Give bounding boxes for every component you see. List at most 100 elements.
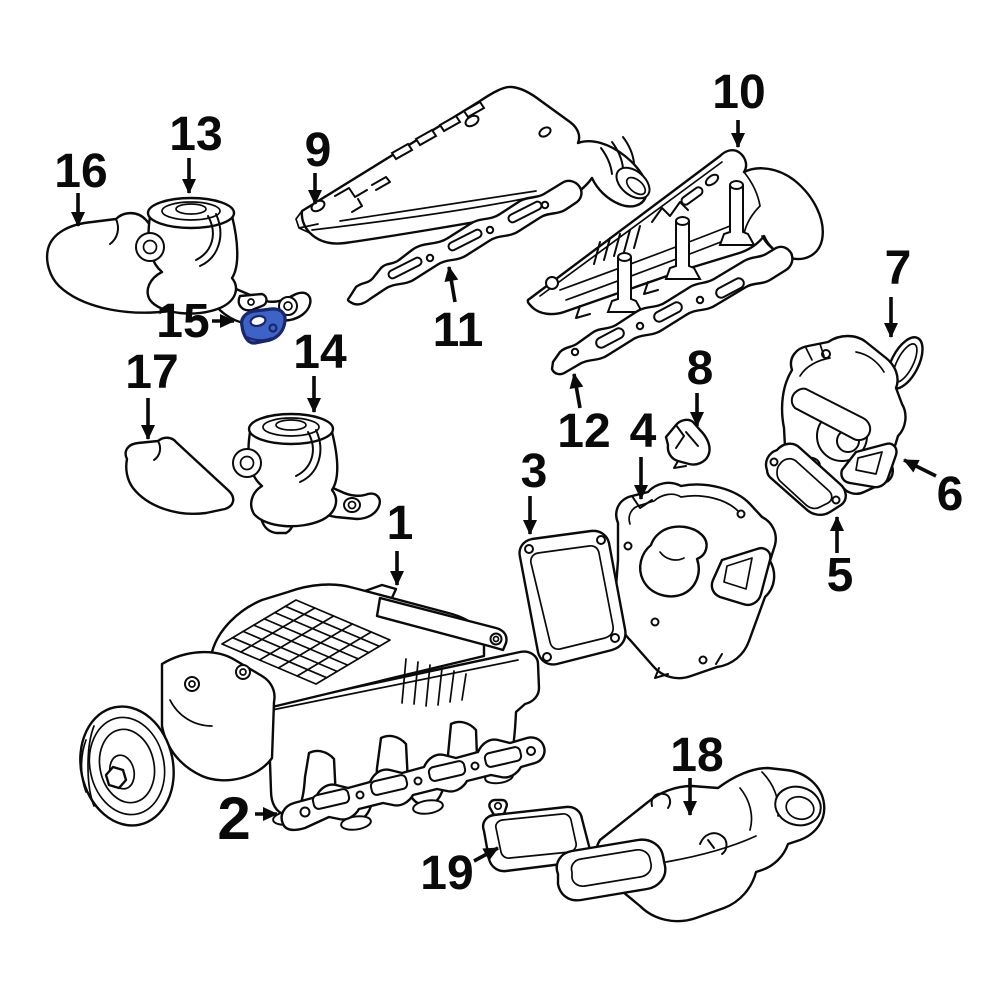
part-2-gasket-strip	[280, 736, 546, 832]
bracket-eye-inner	[347, 500, 357, 510]
stud	[718, 185, 756, 246]
part-15-highlighted-gasket	[240, 307, 287, 345]
callout-10-label: 10	[712, 66, 765, 119]
outline	[764, 442, 847, 517]
port-hole	[483, 746, 523, 768]
callout-17: 17	[125, 346, 179, 440]
bracket-eye	[278, 296, 298, 316]
part-18-charge-air-duct	[555, 766, 826, 923]
part-13-air-pump	[135, 196, 312, 326]
callout-1: 1	[387, 497, 413, 586]
callout-11-label: 11	[433, 304, 484, 357]
part-8-bracket	[664, 418, 711, 469]
inner-opening	[776, 458, 833, 510]
foot-hole	[247, 298, 255, 306]
tab	[488, 798, 508, 817]
bolt-hole	[526, 746, 536, 756]
bolt-hole	[524, 544, 534, 554]
callouts-layer: 1 2 3 4 5 6 7 8	[54, 66, 963, 900]
intercooler-grid-border	[221, 599, 391, 685]
stud-top	[729, 180, 744, 190]
housing-bolt	[235, 664, 251, 680]
bolt-hole	[623, 541, 633, 551]
bolt-hole	[470, 761, 480, 771]
gasket-hole-small	[268, 323, 278, 333]
bolt-hole	[610, 633, 620, 643]
edge-facets	[631, 495, 723, 679]
housing-bolt	[184, 676, 200, 692]
duct-opening-inner	[625, 176, 647, 196]
callout-4: 4	[630, 405, 657, 500]
side-flange	[710, 547, 772, 607]
bolt-hole	[299, 806, 311, 818]
top-tabs	[650, 792, 728, 855]
bolt-hole	[464, 114, 480, 128]
callout-18: 18	[670, 729, 724, 816]
callout-17-label: 17	[125, 346, 178, 399]
port-slot	[595, 327, 625, 349]
edge-lines	[295, 190, 539, 234]
bolt-hole	[698, 655, 708, 665]
gasket-edge	[246, 336, 273, 342]
callout-15-label: 15	[156, 295, 209, 348]
housing-curve	[169, 699, 213, 727]
inner-offset	[628, 493, 739, 525]
bolt-hole	[355, 790, 365, 800]
oval-hole	[704, 173, 720, 187]
pulley-rim-arcs	[80, 725, 95, 807]
bracket-eye	[343, 497, 361, 513]
part-10-manifold-right	[526, 148, 824, 319]
inlet-port	[135, 232, 165, 262]
outline	[280, 736, 546, 832]
callout-3: 3	[521, 445, 548, 535]
callout-3-label: 3	[521, 445, 548, 498]
callout-13: 13	[169, 108, 223, 194]
side-flange-inner	[723, 557, 753, 590]
port-hole	[427, 760, 467, 782]
callout-7: 7	[884, 242, 911, 338]
part-1-supercharger	[79, 583, 541, 831]
callout-2-label: 2	[217, 785, 250, 852]
outlet-opening	[774, 785, 822, 827]
bolt-hole	[538, 126, 552, 138]
outline	[518, 529, 627, 666]
callout-5-label: 5	[827, 549, 854, 602]
inlet-flange	[555, 838, 667, 902]
callout-6: 6	[903, 458, 963, 521]
pump-body	[247, 430, 339, 528]
inner-ring	[494, 812, 578, 860]
bolt-hole	[542, 652, 552, 662]
part-4-housing	[613, 481, 777, 680]
port-slot	[653, 301, 683, 323]
elbow-ribs	[600, 136, 635, 175]
foot-pad	[412, 799, 444, 815]
pulley-groove	[98, 728, 156, 804]
port-slot	[715, 277, 745, 299]
inner-ring	[529, 544, 615, 651]
callout-18-label: 18	[670, 729, 723, 782]
callout-6-arrow	[903, 458, 937, 478]
part-14-air-pump	[232, 412, 381, 535]
callout-11: 11	[433, 266, 484, 357]
rail-bolt	[489, 632, 503, 646]
rib-hatch	[593, 225, 641, 265]
actuator-bar	[790, 387, 872, 442]
callout-19-arrow	[473, 846, 499, 863]
stud-top	[617, 252, 632, 262]
flange-inner	[855, 451, 883, 475]
bolt-hole	[635, 321, 645, 331]
surface-lines	[539, 161, 793, 301]
port-hole	[369, 774, 409, 796]
bolt-hole	[736, 509, 746, 519]
pulley-bolt-hex	[104, 765, 128, 790]
bolt-hole	[650, 617, 660, 627]
top-cap-port	[275, 419, 307, 431]
stud-top	[675, 216, 690, 226]
inner-lines	[673, 424, 699, 469]
front-rib-hatch	[401, 658, 467, 707]
bracket-eye-inner	[283, 301, 293, 311]
bolt-hole	[769, 457, 779, 467]
part-5-gasket	[764, 442, 847, 517]
callout-8: 8	[687, 342, 713, 427]
